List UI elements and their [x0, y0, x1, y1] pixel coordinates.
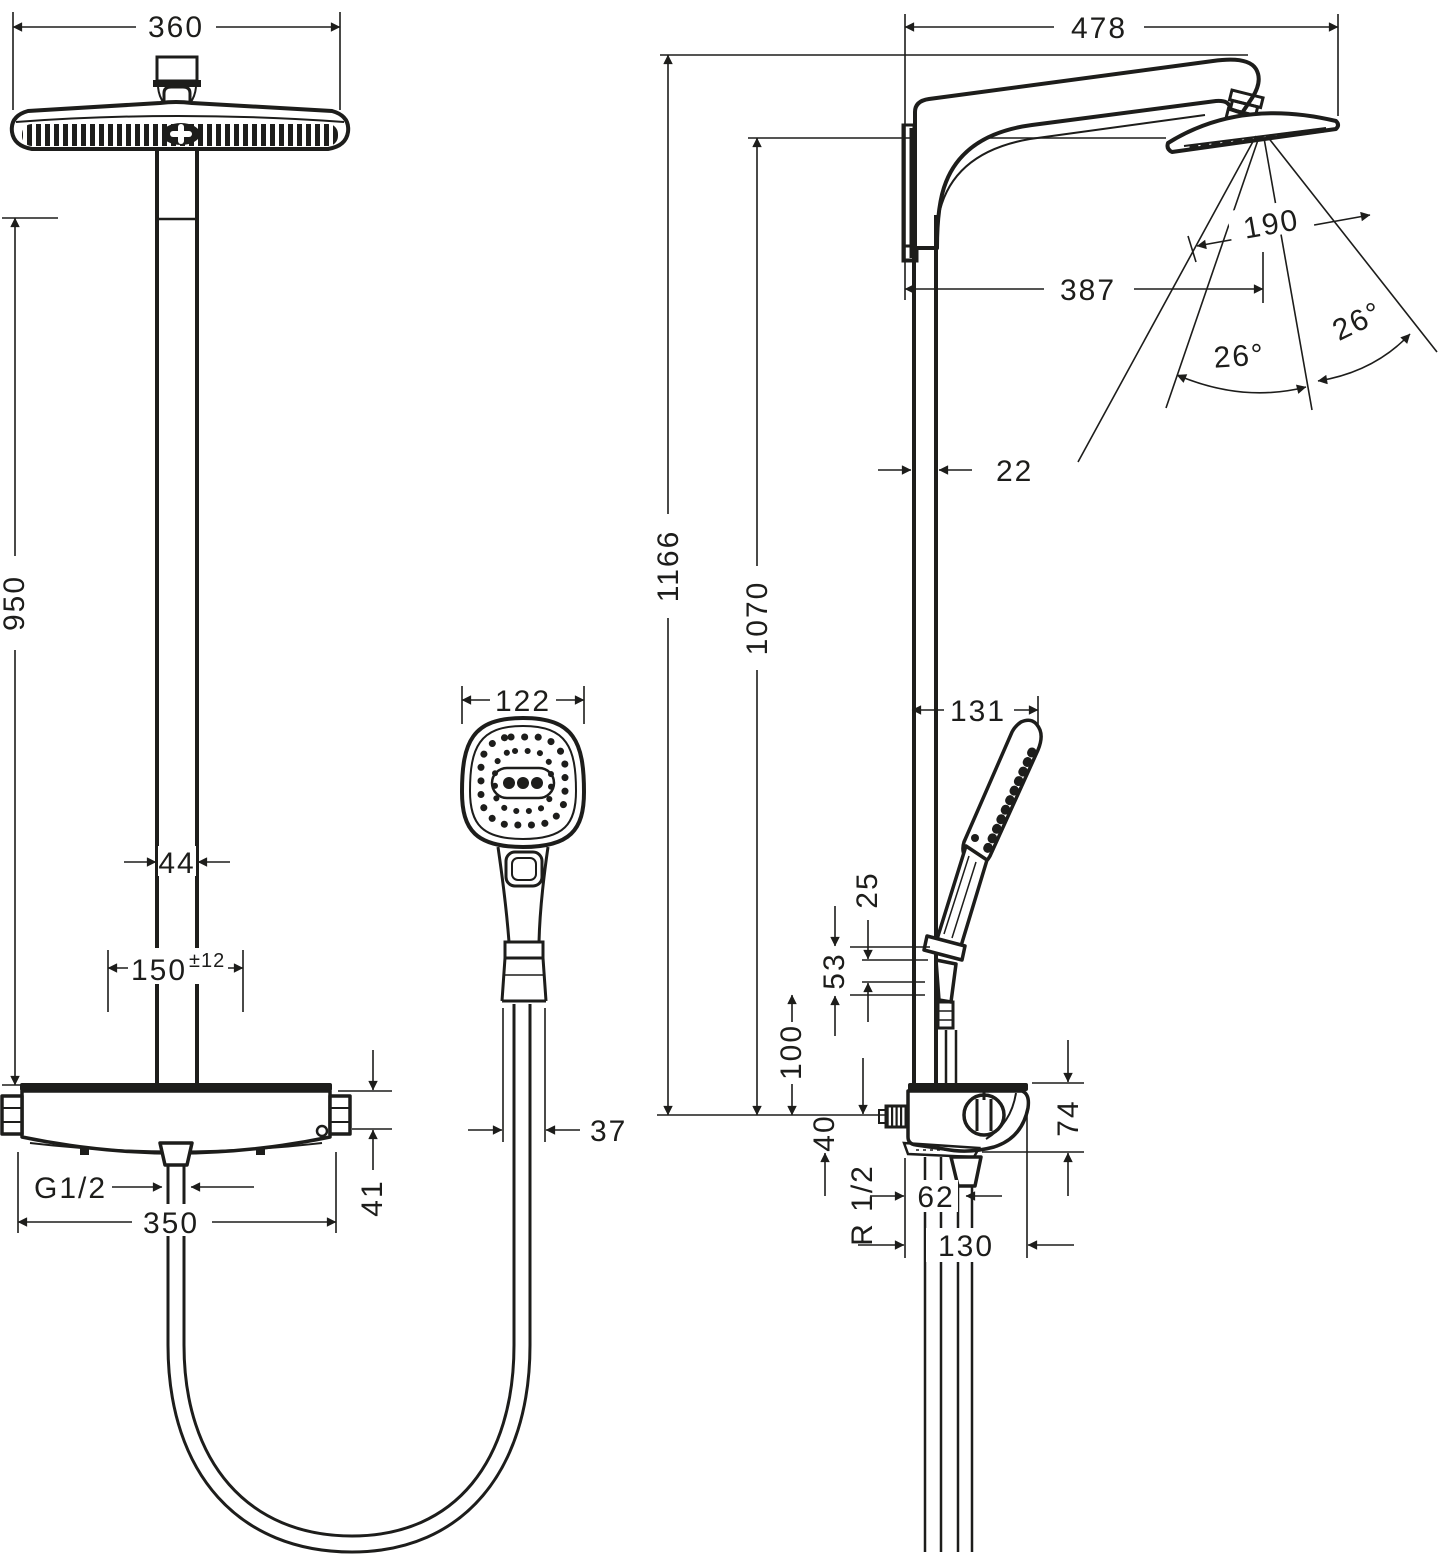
dim-25: 25	[851, 871, 884, 1022]
select-dial-side	[962, 1093, 1006, 1137]
valve-knob-right	[328, 1094, 352, 1136]
nozzle-ring-outer	[477, 733, 569, 829]
dim-130-label: 130	[938, 1230, 994, 1263]
dim-74: 74	[982, 1040, 1085, 1196]
wall-bracket-side	[901, 123, 919, 263]
dim-1070-label: 1070	[741, 581, 774, 656]
dim-37: 37	[468, 1008, 627, 1148]
dim-37-label: 37	[590, 1115, 627, 1148]
shower-arm-side	[913, 57, 1261, 250]
select-button	[504, 850, 544, 888]
thermostat-valve-side	[878, 1083, 1031, 1188]
dim-41: 41	[338, 1050, 392, 1217]
dim-150-label: 150	[131, 954, 187, 987]
dim-g12-label: G1/2	[34, 1172, 107, 1205]
dim-122: 122	[461, 684, 585, 724]
dim-22-label: 22	[996, 455, 1033, 488]
hose-strands-side	[923, 1157, 974, 1552]
hand-shower-holder	[922, 934, 967, 962]
dim-350: 350	[17, 1152, 337, 1240]
front-view: 360 950	[0, 10, 627, 1554]
valve-knob-left	[0, 1094, 24, 1136]
overhead-connector-front	[153, 55, 201, 104]
dim-25-label: 25	[851, 871, 884, 908]
dim-100: 100	[775, 994, 808, 1116]
dim-1166-label: 1166	[652, 530, 685, 603]
shower-hose-front	[166, 1004, 532, 1554]
overhead-shower-side	[1165, 111, 1340, 154]
overhead-shower-front	[9, 100, 351, 151]
hand-shower-front	[460, 716, 586, 1003]
dim-r12-label: R 1/2	[846, 1164, 879, 1246]
dim-62-label: 62	[917, 1181, 954, 1214]
dim-1166: 1166	[652, 54, 1248, 1116]
dim-150-tolerance: ±12	[189, 950, 225, 972]
dim-131: 131	[911, 692, 1039, 742]
head-connector-side	[1223, 88, 1265, 129]
dim-478-label: 478	[1071, 12, 1127, 45]
dim-100-label: 100	[775, 1024, 808, 1080]
dim-74-label: 74	[1052, 1099, 1085, 1136]
dim-44: 44	[124, 846, 230, 880]
dim-360: 360	[12, 10, 341, 110]
wall-inlet-pin	[884, 1104, 910, 1129]
dim-26-right: 26°	[1317, 295, 1411, 385]
dim-26-right-label: 26°	[1328, 295, 1389, 347]
dim-26-left: 26°	[1176, 338, 1307, 394]
dim-40: 40	[808, 1058, 868, 1196]
shower-pipe-front	[155, 150, 199, 1083]
dim-53: 53	[818, 906, 851, 1036]
dim-62: 62	[870, 1158, 1002, 1258]
side-view: 478 1166 1070	[652, 10, 1438, 1552]
dim-131-label: 131	[950, 695, 1006, 728]
eco-button	[315, 1124, 329, 1138]
dim-387-label: 387	[1060, 274, 1116, 307]
hand-shower-side	[922, 718, 1043, 1030]
dim-190: 190	[1187, 197, 1371, 263]
dim-360-label: 360	[148, 11, 204, 44]
dim-40-label: 40	[808, 1114, 841, 1151]
dim-950: 950	[0, 217, 58, 1086]
dim-478: 478	[904, 10, 1339, 300]
dim-350-label: 350	[143, 1207, 199, 1240]
dim-950-label: 950	[0, 575, 31, 631]
dim-26-left-label: 26°	[1213, 338, 1267, 375]
dim-22: 22	[878, 455, 1033, 488]
holder-extension-lines	[850, 946, 930, 996]
thermostat-valve-front	[0, 1083, 352, 1167]
valve-outlet-side	[949, 1155, 983, 1188]
dim-150: 150 ±12	[107, 948, 244, 1012]
dim-44-label: 44	[158, 847, 195, 880]
dim-122-label: 122	[495, 685, 551, 718]
dim-130: 130	[858, 1112, 1074, 1263]
dim-g12: G1/2	[34, 1172, 254, 1205]
dim-387: 387	[904, 272, 1264, 307]
dim-53-label: 53	[818, 952, 851, 989]
valve-outlet-front	[158, 1141, 194, 1167]
dim-41-label: 41	[356, 1179, 389, 1216]
